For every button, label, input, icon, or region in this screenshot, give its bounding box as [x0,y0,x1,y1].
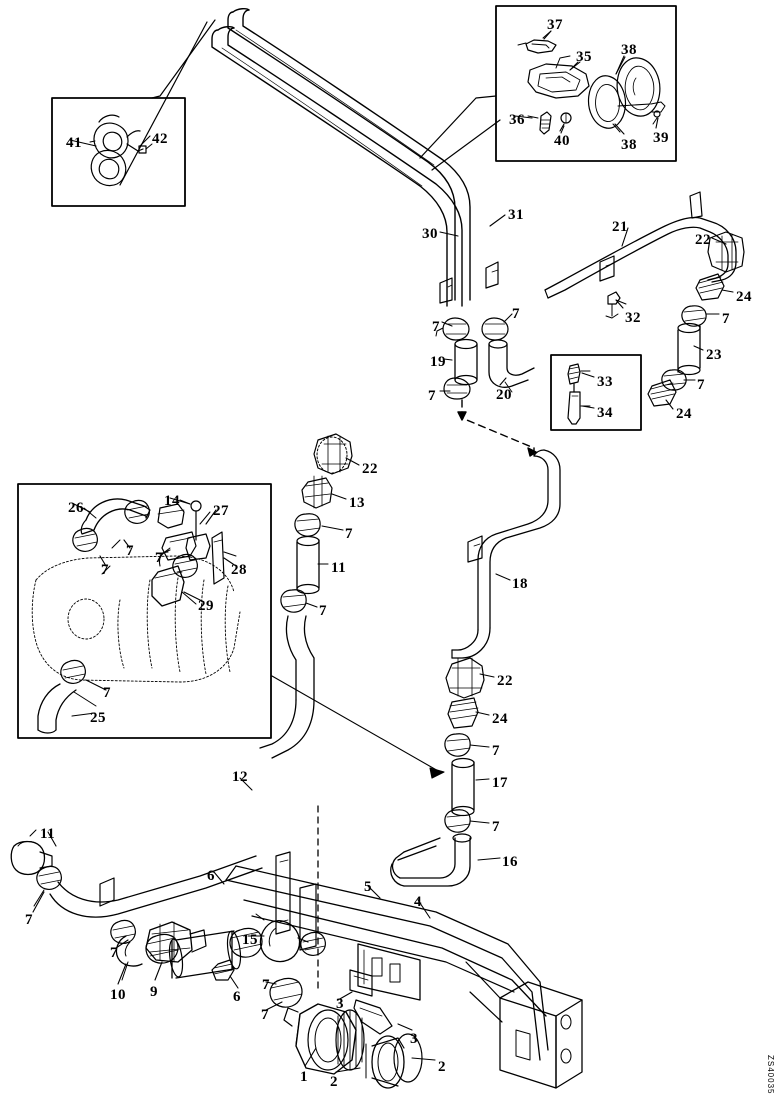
callout-36: 36 [509,112,525,128]
callout-7-o: 7 [110,945,118,961]
inset-mid-small-content [567,363,591,425]
callout-7-g: 7 [155,550,163,566]
callout-27: 27 [213,503,229,519]
chassis-rail-assembly [225,851,583,1089]
drawing-id-label: ZS40035 [766,1054,775,1094]
callout-leaders [32,30,734,1073]
callout-31: 31 [508,207,524,223]
callout-6-a: 6 [207,868,215,884]
callout-22-lower: 22 [497,673,513,689]
callout-7-j: 7 [319,603,327,619]
callout-7-m: 7 [492,819,500,835]
bottom-center-assembly [145,913,423,1089]
inset-frames [17,5,677,739]
callout-7-f: 7 [126,543,134,559]
callout-30: 30 [422,226,438,242]
right-vertical-assembly [390,449,561,887]
callout-7-h: 7 [345,526,353,542]
callout-7-q: 7 [261,1007,269,1023]
callout-9: 9 [150,984,158,1000]
callout-7-p: 7 [262,977,270,993]
callout-41: 41 [66,135,82,151]
center-stack-assembly [259,433,353,759]
callout-40: 40 [554,133,570,149]
inset-top-left-content [89,114,153,187]
callout-7-i: 7 [101,562,109,578]
callout-5: 5 [364,879,372,895]
callout-22-right: 22 [695,232,711,248]
callout-19: 19 [430,354,446,370]
upper-center-assembly [435,261,537,457]
callout-7-e: 7 [428,388,436,404]
callout-7-d: 7 [697,377,705,393]
callout-17: 17 [492,775,508,791]
callout-21: 21 [612,219,628,235]
callout-24-right-upper: 24 [736,289,752,305]
callout-7-b: 7 [512,306,520,322]
inset-top-left-frame [51,97,186,207]
callout-3-a: 3 [336,996,344,1012]
inset-top-right-content [517,30,666,135]
callout-11-center: 11 [331,560,347,576]
callout-32: 32 [625,310,641,326]
callout-23: 23 [706,347,722,363]
callout-2-a: 2 [330,1074,338,1090]
callout-14: 14 [164,493,180,509]
callout-15: 15 [242,932,258,948]
callout-13: 13 [349,495,365,511]
callout-38-lower: 38 [621,137,637,153]
callout-26: 26 [68,500,84,516]
callout-11-left: 11 [40,826,56,842]
callout-37: 37 [547,17,563,33]
inset-leader-lines [119,19,501,186]
callout-33: 33 [597,374,613,390]
callout-28: 28 [231,562,247,578]
callout-42: 42 [152,131,168,147]
callout-1: 1 [300,1069,308,1085]
callout-29: 29 [198,598,214,614]
right-upper-assembly [544,191,745,407]
callout-4: 4 [414,894,422,910]
callout-2-b: 2 [438,1059,446,1075]
upper-long-pipes [211,7,471,307]
callout-38-upper: 38 [621,42,637,58]
inset-engine-content [31,498,241,734]
callout-18: 18 [512,576,528,592]
callout-7-c: 7 [722,311,730,327]
callout-7-l: 7 [492,743,500,759]
callout-25: 25 [90,710,106,726]
callout-3-b: 3 [410,1031,418,1047]
inset-top-right-frame [495,5,677,162]
callout-34: 34 [597,405,613,421]
callout-24-right-lower: 24 [676,406,692,422]
callout-7-a: 7 [432,319,440,335]
inset-mid-small-frame [550,354,642,431]
callout-7-n: 7 [25,912,33,928]
callout-20: 20 [496,387,512,403]
callout-12: 12 [232,769,248,785]
callout-10: 10 [110,987,126,1003]
callout-24-lower: 24 [492,711,508,727]
callout-6-b: 6 [233,989,241,1005]
callout-22-center: 22 [362,461,378,477]
callout-7-k: 7 [103,685,111,701]
bottom-left-assembly [10,829,263,981]
inset-engine-frame [17,483,272,739]
callout-39: 39 [653,130,669,146]
callout-16: 16 [502,854,518,870]
long-leaders [271,675,445,779]
callout-35: 35 [576,49,592,65]
